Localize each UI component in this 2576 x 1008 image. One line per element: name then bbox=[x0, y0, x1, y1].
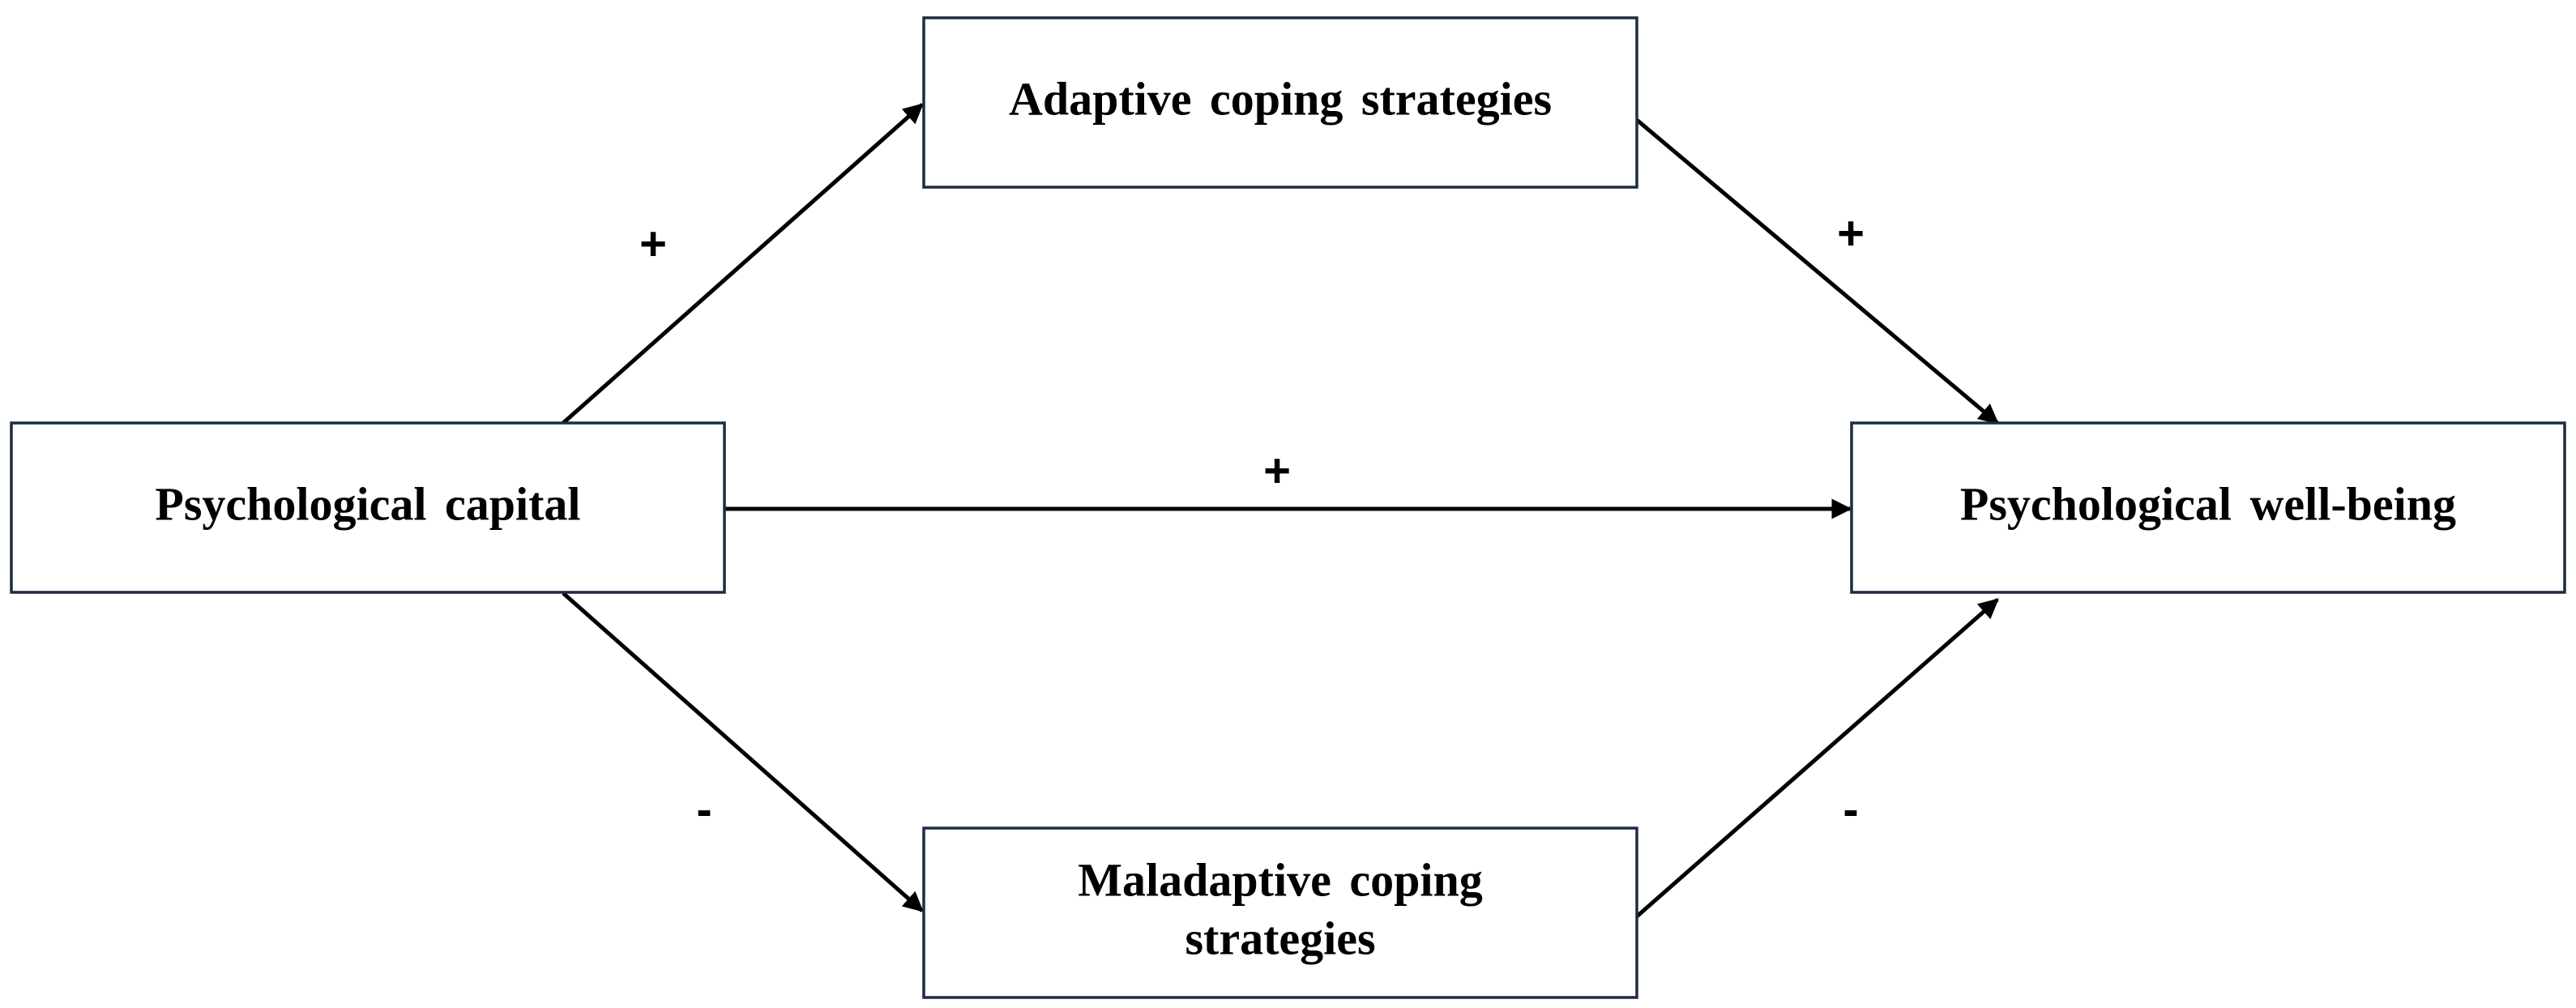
sign-adaptive-to-wellbeing: + bbox=[1837, 207, 1865, 259]
node-maladaptive-coping-strategies: Maladaptive coping strategies bbox=[922, 826, 1638, 999]
sign-maladaptive-to-wellbeing: - bbox=[1843, 783, 1858, 835]
node-box bbox=[1850, 421, 2566, 594]
node-label: Adaptive coping strategies bbox=[1009, 72, 1552, 125]
sign-capital-to-adaptive: + bbox=[639, 217, 667, 270]
node-psychological-capital: Psychological capital bbox=[10, 421, 726, 594]
node-box bbox=[922, 826, 1638, 999]
node-box bbox=[10, 421, 726, 594]
arrow-capital-to-maladaptive bbox=[562, 592, 924, 912]
edge-signs: + + + - - bbox=[639, 207, 1865, 835]
node-label-line-1: Maladaptive coping bbox=[1078, 853, 1482, 906]
sign-capital-to-wellbeing: + bbox=[1263, 444, 1291, 497]
edges bbox=[562, 103, 1999, 918]
node-psychological-well-being: Psychological well-being bbox=[1850, 421, 2566, 594]
arrow-adaptive-to-wellbeing bbox=[1635, 118, 1999, 425]
node-label: Psychological capital bbox=[155, 477, 580, 530]
arrow-capital-to-adaptive bbox=[562, 103, 924, 425]
node-adaptive-coping-strategies: Adaptive coping strategies bbox=[922, 16, 1638, 189]
node-label-line-2: strategies bbox=[1185, 912, 1375, 964]
node-label: Psychological well-being bbox=[1960, 477, 2456, 530]
arrow-maladaptive-to-wellbeing bbox=[1635, 598, 1999, 918]
sign-capital-to-maladaptive: - bbox=[696, 783, 711, 835]
node-box bbox=[922, 16, 1638, 189]
